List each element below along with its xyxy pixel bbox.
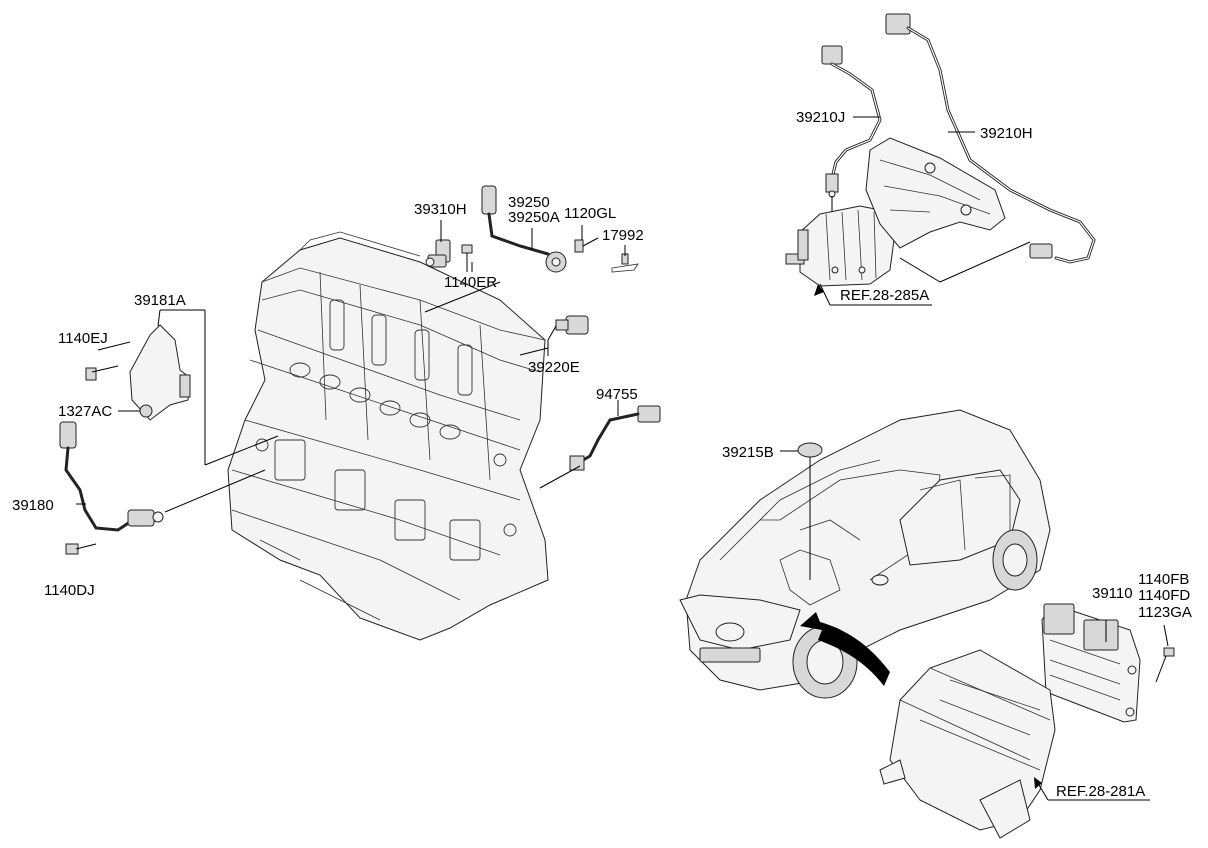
label-39210J: 39210J	[796, 109, 845, 126]
bolt-1140EJ	[85, 365, 119, 381]
exhaust-manifold	[785, 137, 1006, 287]
label-39180: 39180	[12, 497, 54, 514]
label-39250: 39250	[508, 194, 550, 211]
part-labels: 39310H 1140ER 39250 39250A 1120GL 17992 …	[12, 109, 1192, 800]
label-1327AC: 1327AC	[58, 403, 112, 420]
label-1140FD: 1140FD	[1138, 587, 1190, 604]
grommet-39215B	[797, 442, 823, 458]
label-1140DJ: 1140DJ	[44, 582, 95, 599]
crank-position-sensor	[59, 421, 164, 532]
sensor-cover	[129, 324, 191, 421]
air-cleaner-box	[879, 649, 1056, 839]
label-39110: 39110	[1092, 585, 1133, 602]
oxygen-sensor-rear	[885, 13, 1096, 264]
engine-block	[227, 231, 549, 641]
knock-sensor	[481, 185, 567, 273]
bolt-1140DJ	[65, 543, 97, 555]
oxygen-sensor-front	[821, 45, 882, 198]
oil-pressure-sensor	[555, 315, 589, 335]
label-1120GL: 1120GL	[564, 205, 616, 222]
leader-lines	[76, 116, 1169, 801]
bolt-1140FB	[1155, 647, 1175, 683]
temperature-sensor	[569, 405, 661, 471]
label-ref-28-285A: REF.28-285A	[840, 287, 929, 304]
bolt-1120GL	[574, 237, 599, 253]
label-1140ER: 1140ER	[444, 274, 497, 291]
label-39215B: 39215B	[722, 444, 774, 461]
label-39310H: 39310H	[414, 201, 467, 218]
label-ref-28-281A: REF.28-281A	[1056, 783, 1145, 800]
nut-1327AC	[139, 404, 153, 418]
label-94755: 94755	[596, 386, 638, 403]
vehicle	[679, 409, 1051, 699]
label-1140EJ: 1140EJ	[58, 330, 108, 347]
label-39181A: 39181A	[134, 292, 186, 309]
label-39210H: 39210H	[980, 125, 1033, 142]
location-arrow	[800, 612, 890, 686]
label-1123GA: 1123GA	[1138, 604, 1192, 621]
bolt-1140ER	[461, 244, 473, 272]
label-39220E: 39220E	[528, 359, 580, 376]
engine-control-unit	[1041, 603, 1141, 723]
label-1140FB: 1140FB	[1138, 571, 1189, 588]
clip-17992	[611, 253, 639, 273]
cam-position-sensor	[425, 239, 451, 268]
label-17992: 17992	[602, 227, 644, 244]
label-39250A: 39250A	[508, 209, 560, 226]
